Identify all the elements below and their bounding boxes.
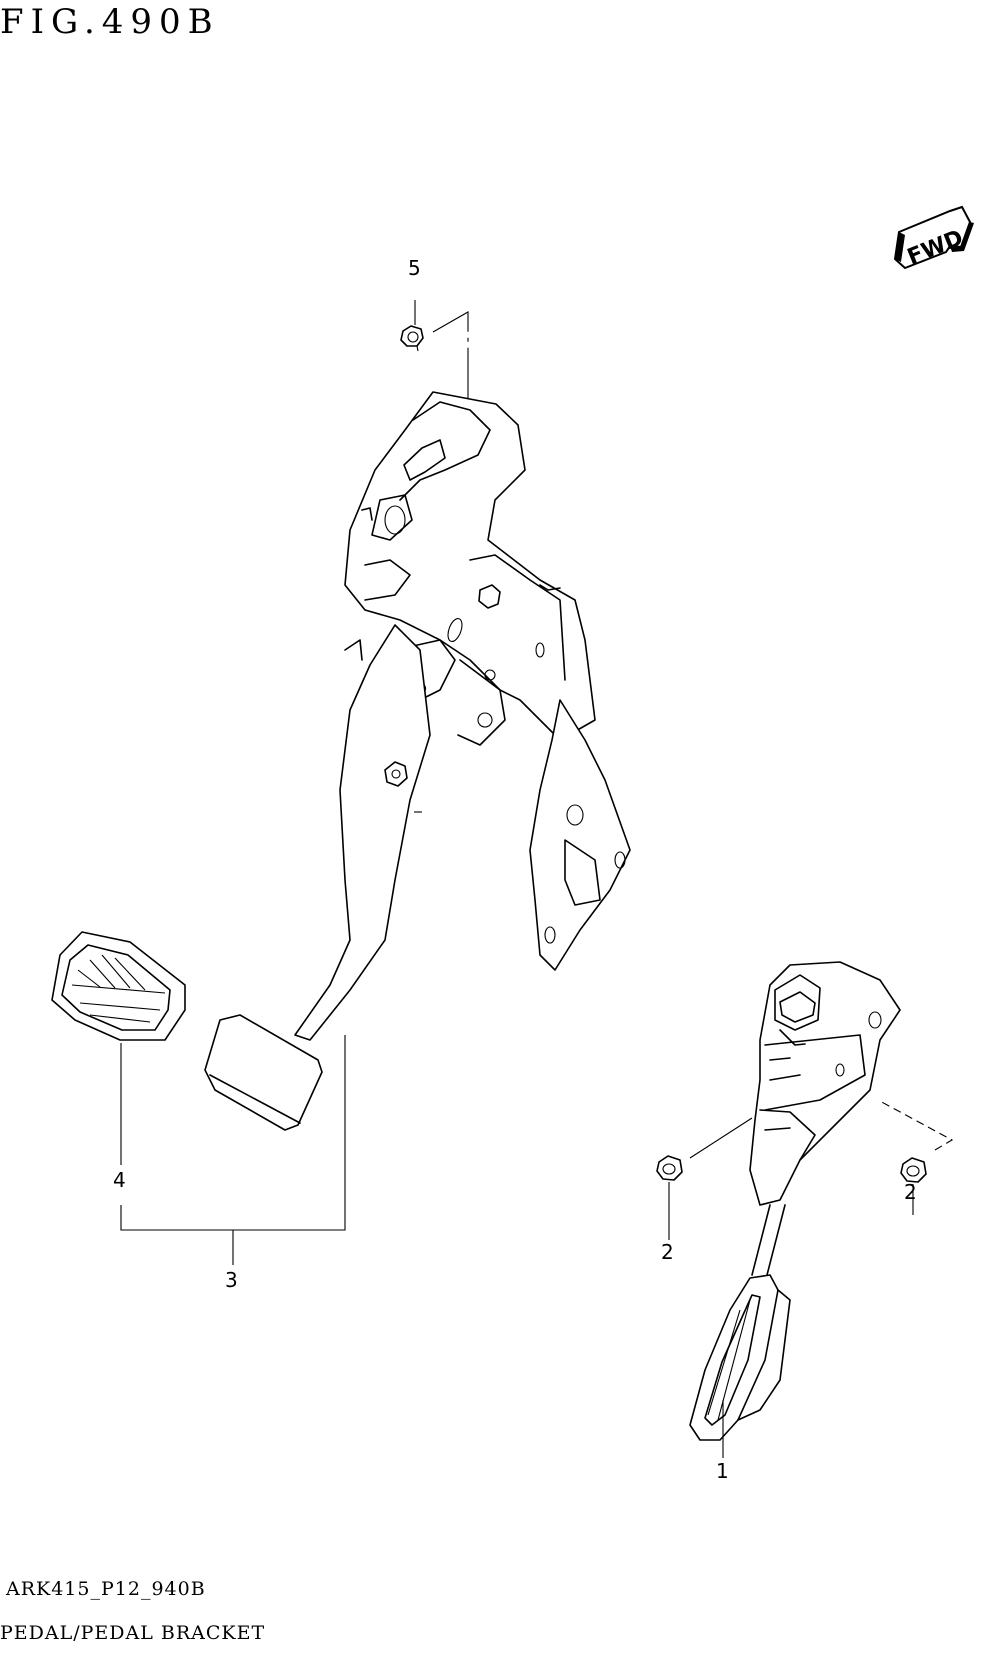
drawing-description: PEDAL/PEDAL BRACKET <box>0 1622 266 1644</box>
brake-pedal-bracket <box>204 391 631 1131</box>
accelerator-pedal-part-1 <box>689 961 901 1441</box>
leader-5-dashed <box>432 311 469 440</box>
nut-part-2-right <box>900 1157 927 1183</box>
drawing-code: ARK415_P12_940B <box>6 1578 206 1600</box>
nut-part-2-left <box>656 1155 683 1181</box>
fwd-arrow-icon: FWD <box>893 205 974 270</box>
callout-2-left: 2 <box>661 1240 674 1264</box>
leader-2b-dashed <box>877 1099 954 1151</box>
callout-2-right: 2 <box>904 1180 917 1204</box>
callout-4: 4 <box>113 1168 126 1192</box>
figure-title: FIG.490B <box>0 2 220 42</box>
callout-3: 3 <box>225 1268 238 1292</box>
callout-5: 5 <box>408 256 421 280</box>
pedal-pad-cover-part-4 <box>51 931 186 1041</box>
nut-part-5 <box>400 325 424 352</box>
leader-2a-to-module <box>689 1117 753 1159</box>
callout-1: 1 <box>716 1459 729 1483</box>
